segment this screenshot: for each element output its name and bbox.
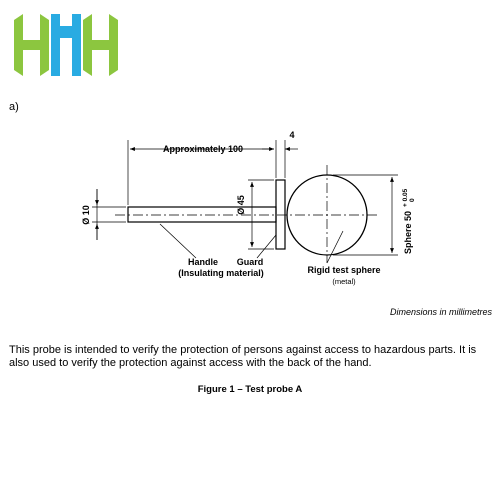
- sphere-leader: [326, 230, 344, 264]
- guard-leader: [256, 234, 277, 259]
- logo-green-block-right: [83, 14, 118, 76]
- brand-logo: [14, 14, 118, 76]
- handle-shape: [127, 206, 277, 223]
- figure-caption: Figure 1 – Test probe A: [197, 384, 303, 395]
- logo-green-block: [14, 14, 49, 76]
- sphere-diameter-label: Sphere 50: [403, 211, 413, 254]
- logo-blue-block: [51, 14, 81, 76]
- description-paragraph: This probe is intended to verify the pro…: [9, 344, 477, 369]
- guard-shape: [275, 179, 286, 250]
- approx-length-label: Approximately 100: [163, 144, 243, 154]
- dimensions-note: Dimensions in millimetres: [389, 307, 492, 317]
- test-probe-drawing: Approximately 100 4 Ø 45 Ø 10 Handle Gua…: [81, 130, 416, 286]
- guard-height-label: Ø 45: [236, 195, 246, 215]
- figure-part-label: a): [9, 101, 19, 113]
- sphere-tolerance-lower: 0: [409, 198, 416, 202]
- handle-diameter-label: Ø 10: [81, 205, 91, 225]
- insulating-material-label: (Insulating material): [178, 268, 264, 278]
- handle-label: Handle: [188, 257, 218, 267]
- guard-label: Guard: [237, 257, 264, 267]
- sphere-tolerance-upper: + 0.05: [402, 188, 409, 207]
- handle-leader: [159, 223, 197, 259]
- guard-width-label: 4: [289, 130, 294, 140]
- rigid-sphere-label: Rigid test sphere: [307, 265, 380, 275]
- metal-label: (metal): [332, 277, 356, 286]
